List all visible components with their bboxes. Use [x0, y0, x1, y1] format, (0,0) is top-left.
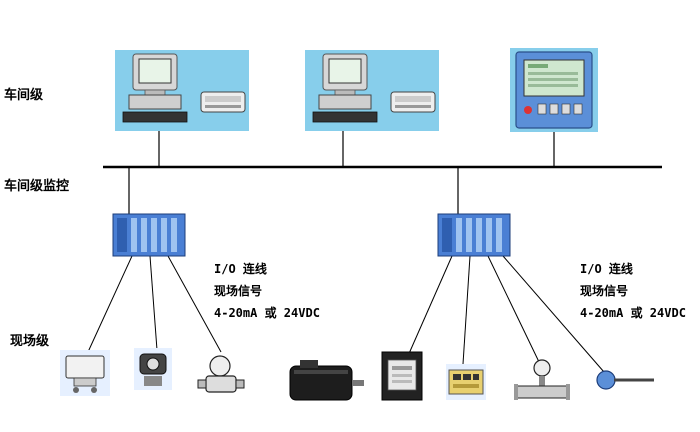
plc-rack-icon: [112, 213, 186, 257]
plc1-wire-2: [149, 255, 158, 351]
plc1-wire-1: [87, 255, 133, 353]
control-valve-icon: [197, 355, 245, 393]
pc-workstation-icon: [115, 50, 249, 131]
servo-motor-icon: [289, 360, 364, 401]
signal-line3: 4-20mA 或 24VDC: [214, 306, 320, 320]
plc-rack-icon: [437, 213, 511, 257]
pc-workstation-icon: [305, 50, 439, 131]
motor-drive-icon: [381, 351, 423, 401]
plc1-wire-3: [167, 255, 222, 353]
terminal-module-icon: [446, 364, 486, 400]
level-label-workshop: 车间级: [4, 88, 44, 103]
signal-line2: 现场信号: [214, 284, 263, 298]
valve-actuator-icon: [60, 350, 110, 396]
temperature-sensor-icon: [596, 370, 654, 390]
signal-annotation-right: I/O 连线 现场信号 4-20mA 或 24VDC: [580, 258, 686, 324]
camera-sensor-icon: [134, 348, 172, 390]
plc2-wire-4: [502, 255, 605, 373]
plc2-wire-2: [462, 255, 471, 365]
plc2-wire-3: [487, 255, 541, 365]
operator-panel-icon: [510, 48, 598, 132]
level-label-workshop-monitor: 车间级监控: [4, 179, 70, 194]
signal-line1: I/O 连线: [580, 262, 633, 276]
signal-line1: I/O 连线: [214, 262, 267, 276]
signal-annotation-left: I/O 连线 现场信号 4-20mA 或 24VDC: [214, 258, 320, 324]
flow-meter-icon: [514, 359, 570, 400]
level-label-field: 现场级: [10, 334, 50, 349]
signal-line2: 现场信号: [580, 284, 629, 298]
signal-line3: 4-20mA 或 24VDC: [580, 306, 686, 320]
